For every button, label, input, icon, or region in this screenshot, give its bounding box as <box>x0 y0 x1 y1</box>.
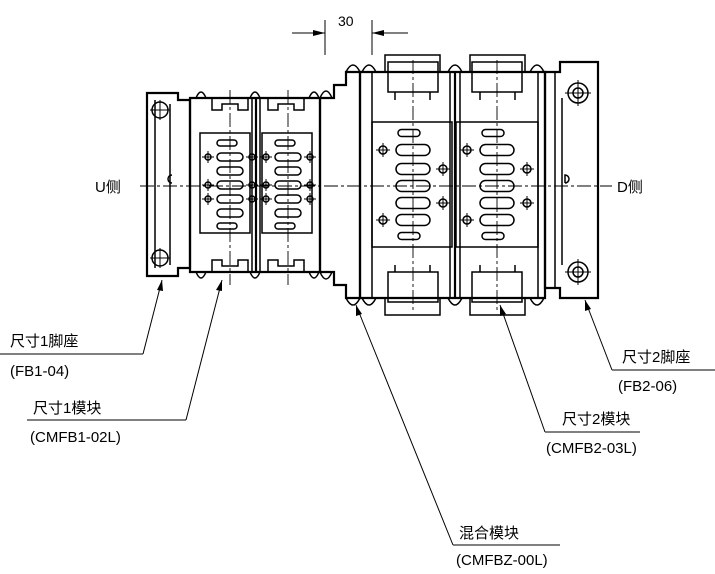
port-slot <box>479 143 515 157</box>
side-label-d: D侧 <box>617 179 643 196</box>
callout-module2-name: 尺寸2模块 <box>562 411 630 428</box>
callout-mix: 混合模块 (CMFBZ-00L) <box>456 525 548 569</box>
port-slot <box>274 208 302 218</box>
port-slot <box>274 166 302 176</box>
port-slot <box>479 162 515 176</box>
side-label-u: U侧 <box>95 179 121 196</box>
port-slot <box>395 213 431 227</box>
foot-size1 <box>145 91 192 278</box>
port-slot <box>274 152 302 162</box>
port-slot <box>216 152 244 162</box>
callout-foot1-code: (FB1-04) <box>10 363 69 380</box>
port-slot <box>395 162 431 176</box>
callout-module1: 尺寸1模块 (CMFB1-02L) <box>30 400 121 446</box>
leader-lines <box>0 279 715 546</box>
port-slot <box>216 139 238 147</box>
port-slot <box>216 194 244 204</box>
foot-size2 <box>543 60 600 300</box>
port-slot <box>216 180 244 190</box>
port-slot <box>397 128 421 138</box>
port-slot <box>216 166 244 176</box>
port-slot <box>479 196 515 210</box>
dimension-value: 30 <box>338 13 354 29</box>
port-slot <box>274 139 296 147</box>
callout-mix-code: (CMFBZ-00L) <box>456 552 548 569</box>
port-slot <box>395 196 431 210</box>
callout-foot2-name: 尺寸2脚座 <box>622 349 690 366</box>
callout-module1-code: (CMFB1-02L) <box>30 429 121 446</box>
callout-foot2: 尺寸2脚座 (FB2-06) <box>618 349 690 395</box>
dimension-30: 30 <box>292 13 408 55</box>
port-slot <box>481 128 505 138</box>
port-slot <box>395 143 431 157</box>
callout-module1-name: 尺寸1模块 <box>33 400 101 417</box>
callout-foot2-code: (FB2-06) <box>618 378 677 395</box>
port-slot <box>216 222 238 230</box>
callout-foot1: 尺寸1脚座 (FB1-04) <box>10 333 78 380</box>
mixing-module <box>318 64 362 306</box>
port-symbols <box>202 128 534 241</box>
port-slot <box>481 231 505 241</box>
port-slot <box>216 208 244 218</box>
port-slot <box>479 213 515 227</box>
callout-foot1-name: 尺寸1脚座 <box>10 333 78 350</box>
port-slot <box>274 180 302 190</box>
callout-module2: 尺寸2模块 (CMFB2-03L) <box>546 411 637 457</box>
module-size2 <box>358 54 547 316</box>
callout-mix-name: 混合模块 <box>459 525 519 542</box>
port-slot <box>397 231 421 241</box>
callout-module2-code: (CMFB2-03L) <box>546 440 637 457</box>
port-slot <box>274 194 302 204</box>
port-slot <box>274 222 296 230</box>
